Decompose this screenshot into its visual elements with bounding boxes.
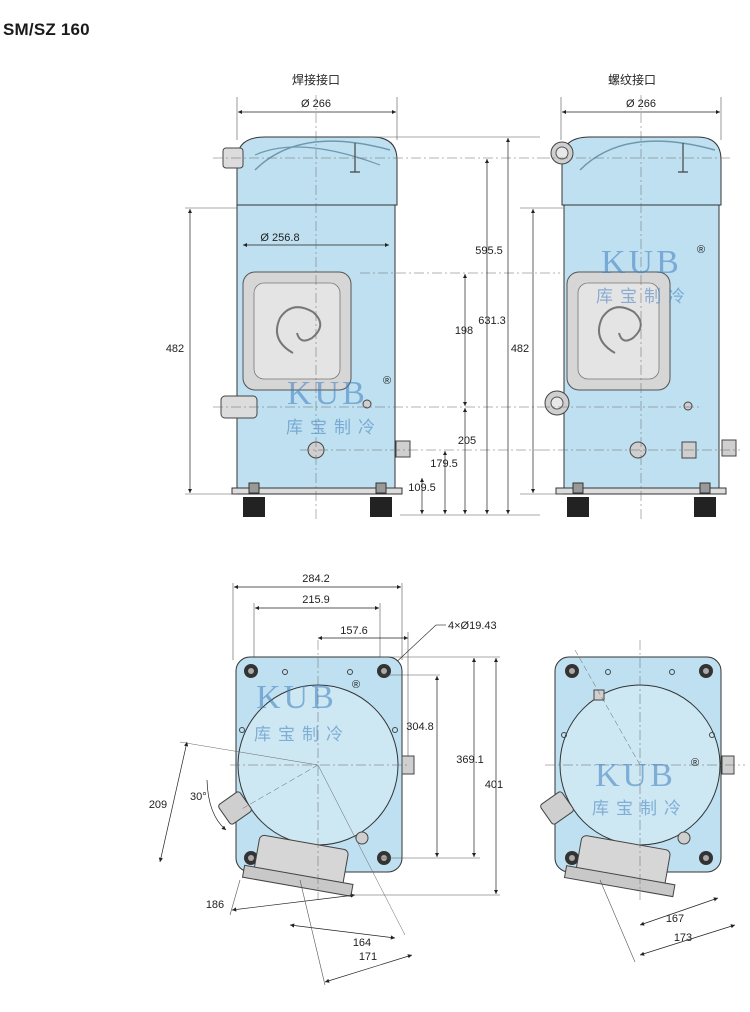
dim-173: 173 [674, 932, 692, 944]
watermark-latin: KUB [601, 244, 682, 281]
dim-167: 167 [666, 913, 684, 925]
dim-284: 284.2 [302, 573, 330, 585]
watermark-bottom-left: KUB ® 库宝制冷 [254, 679, 360, 745]
dim-369: 369.1 [456, 754, 484, 766]
dim-109: 109.5 [408, 482, 436, 494]
dim-179: 179.5 [430, 458, 458, 470]
height-dimensions: 631.3 595.5 198 205 179.5 109.5 [360, 136, 560, 516]
watermark-registered: ® [691, 757, 699, 769]
dim-left-height: 482 [166, 343, 184, 355]
dim-209: 209 [149, 799, 167, 811]
welded-top-view: 284.2 215.9 157.6 4×Ø19.43 [149, 573, 503, 986]
watermark-chinese: 库宝制冷 [592, 799, 688, 819]
watermark-registered: ® [352, 679, 360, 691]
welded-side-view: 焊接接口 Ø 266 Ø 256.8 [166, 72, 540, 520]
threaded-dome [561, 136, 722, 206]
welded-caption: 焊接接口 [292, 72, 340, 87]
dim-198: 198 [455, 325, 473, 337]
watermark-latin: KUB [256, 679, 337, 716]
watermark-latin: KUB [595, 757, 676, 794]
dim-186: 186 [206, 899, 224, 911]
watermark-chinese: 库宝制冷 [596, 287, 692, 307]
dim-body-dia: Ø 256.8 [260, 232, 299, 244]
dim-215: 215.9 [302, 594, 330, 606]
threaded-caption: 螺纹接口 [608, 72, 656, 87]
threaded-side-view: 螺纹接口 Ø 266 482 [511, 72, 740, 520]
dim-631: 631.3 [478, 315, 506, 327]
watermark-registered: ® [697, 244, 705, 256]
watermark-top-right: KUB ® 库宝制冷 [596, 244, 705, 307]
dim-right-height: 482 [511, 343, 529, 355]
watermark-bottom-right: KUB ® 库宝制冷 [592, 757, 699, 819]
dim-holes: 4×Ø19.43 [448, 620, 497, 632]
dim-205: 205 [458, 435, 476, 447]
dim-401: 401 [485, 779, 503, 791]
page-title: SM/SZ 160 [3, 20, 90, 39]
dim-595: 595.5 [475, 245, 503, 257]
watermark-latin: KUB [287, 375, 368, 412]
dim-angle: 30° [190, 791, 207, 803]
watermark-chinese: 库宝制冷 [286, 418, 382, 438]
watermark-chinese: 库宝制冷 [254, 725, 350, 745]
watermark-registered: ® [383, 375, 391, 387]
dim-164: 164 [353, 937, 371, 949]
welded-dome [236, 136, 398, 206]
threaded-top-view: 167 173 [540, 640, 745, 963]
dim-171: 171 [359, 951, 377, 963]
dim-157: 157.6 [340, 625, 368, 637]
watermark-top-left: KUB ® 库宝制冷 [286, 375, 391, 438]
dim-304: 304.8 [406, 721, 434, 733]
